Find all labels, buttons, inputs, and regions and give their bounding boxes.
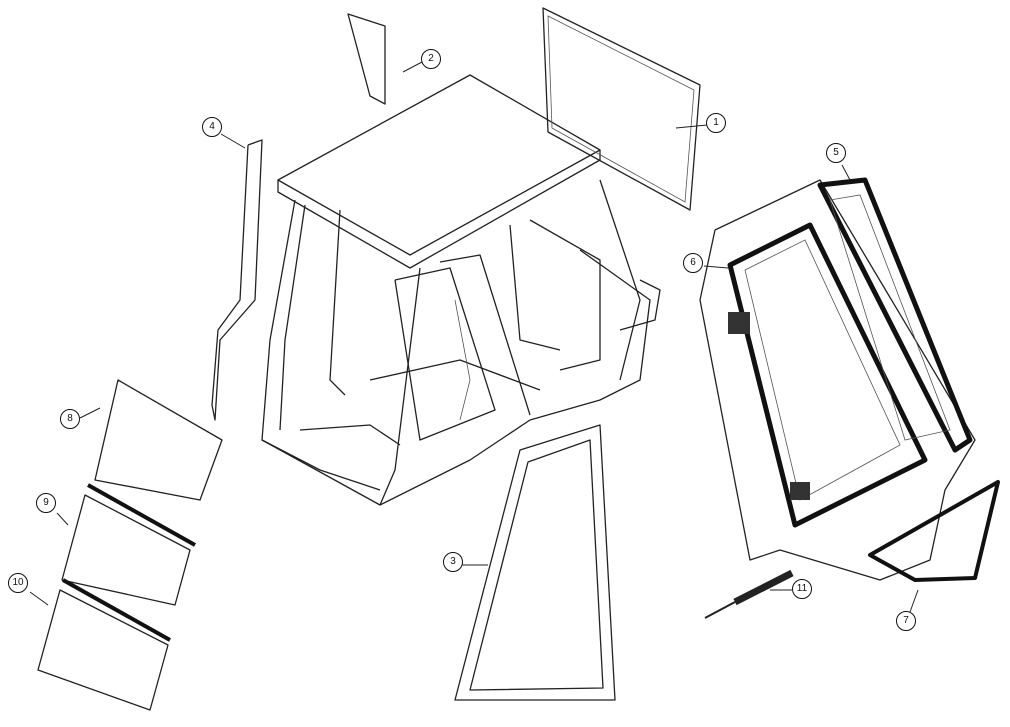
part-6-door-seal (727, 222, 928, 528)
cab-roof (277, 74, 601, 269)
callout-6: 6 (683, 253, 703, 273)
part-4-seal-strip (211, 139, 263, 421)
part-1-rear-glass (542, 7, 701, 211)
callout-9: 9 (36, 493, 56, 513)
part-2-small-window (347, 13, 386, 105)
callout-7: 7 (896, 611, 916, 631)
part-10-glass-and-seal (37, 578, 171, 711)
callout-5: 5 (826, 143, 846, 163)
callout-10: 10 (8, 573, 28, 593)
cab-frame (261, 179, 661, 506)
part-8-glass-panel (94, 379, 223, 501)
part-5-door-seal (817, 177, 973, 453)
callout-1: 1 (706, 113, 726, 133)
part-3-side-frame (454, 424, 616, 701)
part-7-quarter-glass (868, 480, 1000, 582)
leader-lines (29, 61, 919, 613)
door-assembly (699, 177, 976, 581)
part-11-gas-strut (704, 569, 794, 619)
part-9-glass-and-seal (61, 483, 196, 606)
callout-8: 8 (60, 409, 80, 429)
callout-2: 2 (421, 49, 441, 69)
callout-4: 4 (202, 117, 222, 137)
callout-11: 11 (792, 579, 812, 599)
callout-3: 3 (443, 552, 463, 572)
